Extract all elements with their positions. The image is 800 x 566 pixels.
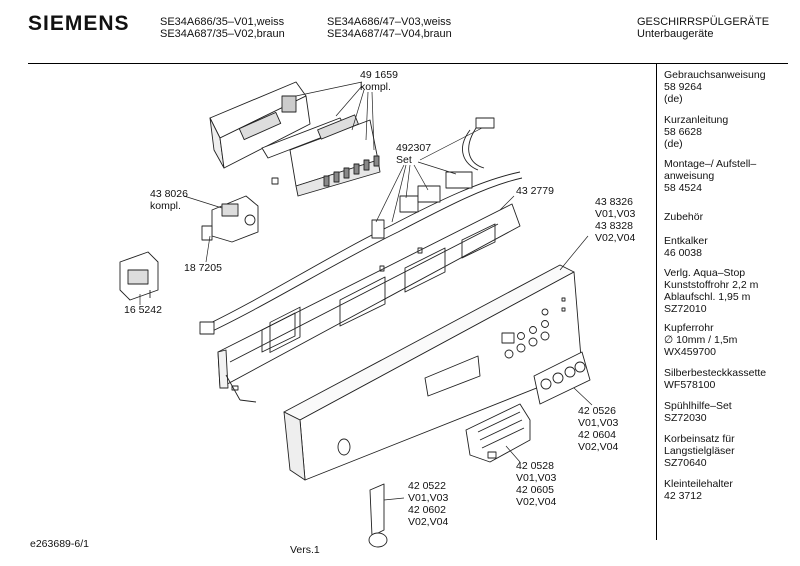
label-line: Set xyxy=(396,154,412,166)
door-lever xyxy=(368,483,388,548)
sidebar-entry-installation: Montage–/ Aufstell– anweisung 58 4524 xyxy=(664,158,796,194)
label-438026: 43 8026 kompl. xyxy=(150,188,188,212)
entry-line: Montage–/ Aufstell– xyxy=(664,158,757,170)
label-line: V02,V04 xyxy=(595,232,636,244)
category-line: GESCHIRRSPÜLGERÄTE xyxy=(637,16,770,28)
label-line: 43 8026 xyxy=(150,188,188,200)
entry-line: 58 6628 xyxy=(664,126,702,138)
brand-logo: SIEMENS xyxy=(28,12,130,35)
sidebar-entry-cutlery-box: Silberbesteckkassette WF578100 xyxy=(664,367,796,391)
door-switch xyxy=(119,251,159,301)
label-420522: 42 0522 V01,V03 42 0602 V02,V04 xyxy=(408,480,448,528)
sidebar-entry-aquastop: Verlg. Aqua–Stop Kunststoffrohr 2,2 m Ab… xyxy=(664,267,796,315)
entry-line: Zubehör xyxy=(664,211,704,223)
entry-line: WX459700 xyxy=(664,346,716,358)
entry-line: ∅ 10mm / 1,5m xyxy=(664,334,738,346)
label-line: V01,V03 xyxy=(408,492,449,504)
label-line: 18 7205 xyxy=(184,262,222,274)
sidebar-divider xyxy=(656,63,657,540)
label-line: 42 0604 xyxy=(578,429,616,441)
doc-id: e263689-6/1 xyxy=(30,538,89,550)
label-line: 16 5242 xyxy=(124,304,162,316)
entry-line: Kunststoffrohr 2,2 m xyxy=(664,279,759,291)
label-line: 42 0605 xyxy=(516,484,554,496)
entry-line: (de) xyxy=(664,138,683,150)
label-line: 43 2779 xyxy=(516,185,554,197)
label-line: kompl. xyxy=(150,200,181,212)
button-strip xyxy=(533,351,591,405)
entry-line: Kleinteilehalter xyxy=(664,478,733,490)
entry-line: Ablaufschl. 1,95 m xyxy=(664,291,751,303)
entry-line: Spühlhilfe–Set xyxy=(664,400,732,412)
sidebar-entry-descaler: Entkalker 46 0038 xyxy=(664,235,796,259)
model-line: SE34A686/35–V01,weiss xyxy=(160,16,285,28)
wiring-harness xyxy=(199,117,523,335)
sidebar-entry-short-guide: Kurzanleitung 58 6628 (de) xyxy=(664,114,796,150)
entry-line: 58 9264 xyxy=(664,81,702,93)
sidebar-entry-copper-pipe: Kupferrohr ∅ 10mm / 1,5m WX459700 xyxy=(664,322,796,358)
entry-line: Kupferrohr xyxy=(664,322,714,334)
control-panel xyxy=(283,264,583,481)
model-line: SE34A687/47–V04,braun xyxy=(327,28,452,40)
label-line: 42 0528 xyxy=(516,460,554,472)
entry-line: Verlg. Aqua–Stop xyxy=(664,267,746,279)
header-rule xyxy=(28,63,788,64)
label-line: 43 8326 xyxy=(595,196,633,208)
version: Vers.1 xyxy=(290,544,320,556)
entry-line: anweisung xyxy=(664,170,715,182)
entry-line: Silberbesteckkassette xyxy=(664,367,767,379)
label-line: V01,V03 xyxy=(516,472,557,484)
power-module xyxy=(209,81,381,197)
entry-line: 58 4524 xyxy=(664,182,702,194)
entry-line: Korbeinsatz für xyxy=(664,433,735,445)
entry-line: Gebrauchsanweisung xyxy=(664,69,766,81)
label-420526: 42 0526 V01,V03 42 0604 V02,V04 xyxy=(578,405,618,453)
label-line: V01,V03 xyxy=(595,208,636,220)
entry-line: 46 0038 xyxy=(664,247,702,259)
model-list-2: SE34A686/47–V03,weiss SE34A687/47–V04,br… xyxy=(327,16,452,40)
label-420528: 42 0528 V01,V03 42 0605 V02,V04 xyxy=(516,460,556,508)
label-line: 43 8328 xyxy=(595,220,633,232)
sidebar-entry-accessories: Zubehör xyxy=(664,211,796,223)
pressure-switch xyxy=(201,195,259,243)
sidebar-entry-rinse-set: Spühlhilfe–Set SZ72030 xyxy=(664,400,796,424)
label-line: 42 0526 xyxy=(578,405,616,417)
label-line: 42 0602 xyxy=(408,504,446,516)
label-line: V01,V03 xyxy=(578,417,619,429)
category-line: Unterbaugeräte xyxy=(637,28,714,40)
label-line: 492307 xyxy=(396,142,432,154)
entry-line: SZ72030 xyxy=(664,412,707,424)
entry-line: (de) xyxy=(664,93,683,105)
entry-line: Kurzanleitung xyxy=(664,114,729,126)
entry-line: Entkalker xyxy=(664,235,708,247)
entry-line: 42 3712 xyxy=(664,490,702,502)
entry-line: SZ70640 xyxy=(664,457,707,469)
category: GESCHIRRSPÜLGERÄTE Unterbaugeräte xyxy=(637,16,769,40)
entry-line: SZ72010 xyxy=(664,303,707,315)
label-line: 42 0522 xyxy=(408,480,446,492)
label-491659: 49 1659 kompl. xyxy=(360,69,398,93)
label-492307: 492307 Set xyxy=(396,142,431,166)
label-line: V02,V04 xyxy=(408,516,449,528)
label-line: 49 1659 xyxy=(360,69,398,81)
label-line: kompl. xyxy=(360,81,391,93)
sidebar-entry-manual: Gebrauchsanweisung 58 9264 (de) xyxy=(664,69,796,105)
sidebar-entry-glass-basket: Korbeinsatz für Langstielgläser SZ70640 xyxy=(664,433,796,469)
model-line: SE34A686/47–V03,weiss xyxy=(327,16,452,28)
carrier-frame xyxy=(217,203,521,403)
entry-line: Langstielgläser xyxy=(664,445,735,457)
label-line: V02,V04 xyxy=(516,496,557,508)
label-165242: 16 5242 xyxy=(124,304,162,316)
label-187205: 18 7205 xyxy=(184,262,222,274)
label-line: V02,V04 xyxy=(578,441,619,453)
entry-line: WF578100 xyxy=(664,379,716,391)
label-438326: 43 8326 V01,V03 43 8328 V02,V04 xyxy=(595,196,635,244)
sidebar-entry-holder: Kleinteilehalter 42 3712 xyxy=(664,478,796,502)
model-line: SE34A687/35–V02,braun xyxy=(160,28,285,40)
selector-grip xyxy=(465,403,531,463)
model-list-1: SE34A686/35–V01,weiss SE34A687/35–V02,br… xyxy=(160,16,285,40)
label-432779: 43 2779 xyxy=(516,185,554,197)
leader-lines xyxy=(139,81,593,501)
